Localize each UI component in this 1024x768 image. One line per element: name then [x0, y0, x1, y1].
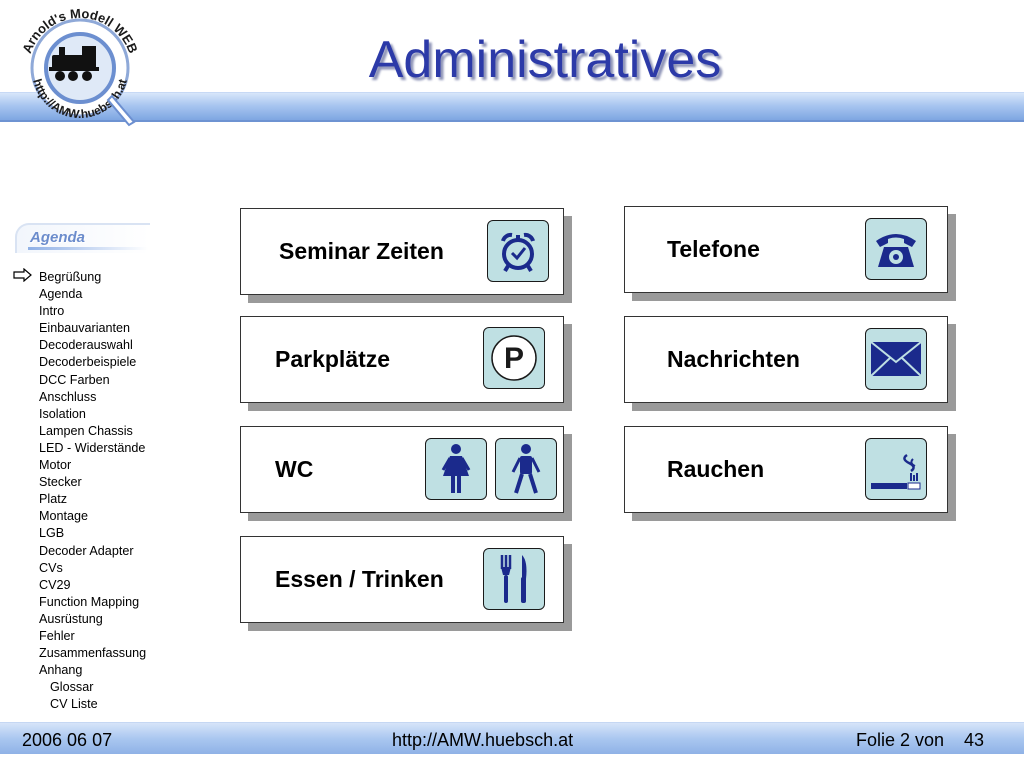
agenda-item[interactable]: Decoderbeispiele: [39, 355, 137, 370]
footer-slide-total: 43: [964, 730, 985, 750]
footer-band: [0, 722, 1024, 754]
envelope-icon: [865, 328, 927, 390]
agenda-item[interactable]: CV Liste: [50, 697, 98, 712]
agenda-item[interactable]: Isolation: [39, 406, 86, 421]
alarm-clock-icon: [487, 220, 549, 282]
man-icon: [495, 438, 557, 500]
agenda-item[interactable]: Motor: [39, 458, 72, 473]
agenda-item[interactable]: Platz: [39, 492, 67, 507]
agenda-item[interactable]: LED - Widerstände: [39, 440, 146, 455]
card-essen-trinken[interactable]: Essen / Trinken: [240, 536, 564, 623]
agenda-item[interactable]: Stecker: [39, 475, 82, 490]
card-label: Telefone: [667, 236, 760, 262]
woman-icon: [425, 438, 487, 500]
agenda-item[interactable]: Zusammenfassung: [39, 646, 147, 661]
agenda-item[interactable]: Decoderauswahl: [39, 338, 133, 353]
card-parkplaetze[interactable]: Parkplätze P: [240, 316, 564, 403]
agenda-item[interactable]: Agenda: [39, 287, 83, 302]
agenda-item[interactable]: CVs: [39, 560, 63, 575]
footer-date: 2006 06 07: [22, 730, 113, 750]
agenda-item[interactable]: DCC Farben: [39, 372, 110, 387]
agenda-item[interactable]: Fehler: [39, 628, 75, 643]
telephone-icon: [865, 218, 927, 280]
card-label: Rauchen: [667, 456, 765, 482]
agenda-item[interactable]: Lampen Chassis: [39, 423, 133, 438]
agenda-item[interactable]: Decoder Adapter: [39, 543, 134, 558]
slide-title: Administratives: [368, 31, 722, 89]
arrow-right-icon: [13, 268, 32, 282]
card-label: Parkplätze: [275, 346, 391, 372]
card-label: Essen / Trinken: [275, 566, 444, 592]
agenda-item[interactable]: LGB: [39, 526, 65, 541]
agenda-item[interactable]: Function Mapping: [39, 594, 140, 609]
parking-icon: P: [483, 327, 545, 389]
card-rauchen[interactable]: Rauchen: [624, 426, 948, 513]
card-label: WC: [275, 456, 314, 482]
footer-slide-label: Folie 2 von: [856, 730, 945, 750]
locomotive-icon: [49, 46, 99, 81]
agenda-item[interactable]: Glossar: [50, 680, 94, 695]
card-wc[interactable]: WC: [240, 426, 564, 513]
logo: Arnold's Modell WEB http://AMW.huebsch.a…: [19, 6, 141, 127]
agenda-item[interactable]: Montage: [39, 509, 89, 524]
cutlery-icon: [483, 548, 545, 610]
agenda-item[interactable]: Anschluss: [39, 389, 97, 404]
header-band: [0, 92, 1024, 122]
agenda-underline: [28, 247, 148, 250]
card-label: Seminar Zeiten: [279, 238, 444, 264]
parking-letter: P: [504, 342, 524, 375]
footer-url[interactable]: http://AMW.huebsch.at: [392, 730, 574, 750]
agenda-item[interactable]: Ausrüstung: [39, 611, 103, 626]
agenda-item[interactable]: Begrüßung: [39, 270, 102, 284]
card-nachrichten[interactable]: Nachrichten: [624, 316, 948, 403]
agenda-title: Agenda: [30, 229, 86, 246]
agenda-item[interactable]: Intro: [39, 304, 65, 319]
card-label: Nachrichten: [667, 346, 800, 372]
card-seminar-zeiten[interactable]: Seminar Zeiten: [240, 208, 564, 295]
card-telefone[interactable]: Telefone: [624, 206, 948, 293]
agenda-item[interactable]: Anhang: [39, 663, 83, 678]
cigarette-icon: [865, 438, 927, 500]
agenda-item[interactable]: CV29: [39, 577, 71, 592]
agenda-item[interactable]: Einbauvarianten: [39, 321, 131, 336]
